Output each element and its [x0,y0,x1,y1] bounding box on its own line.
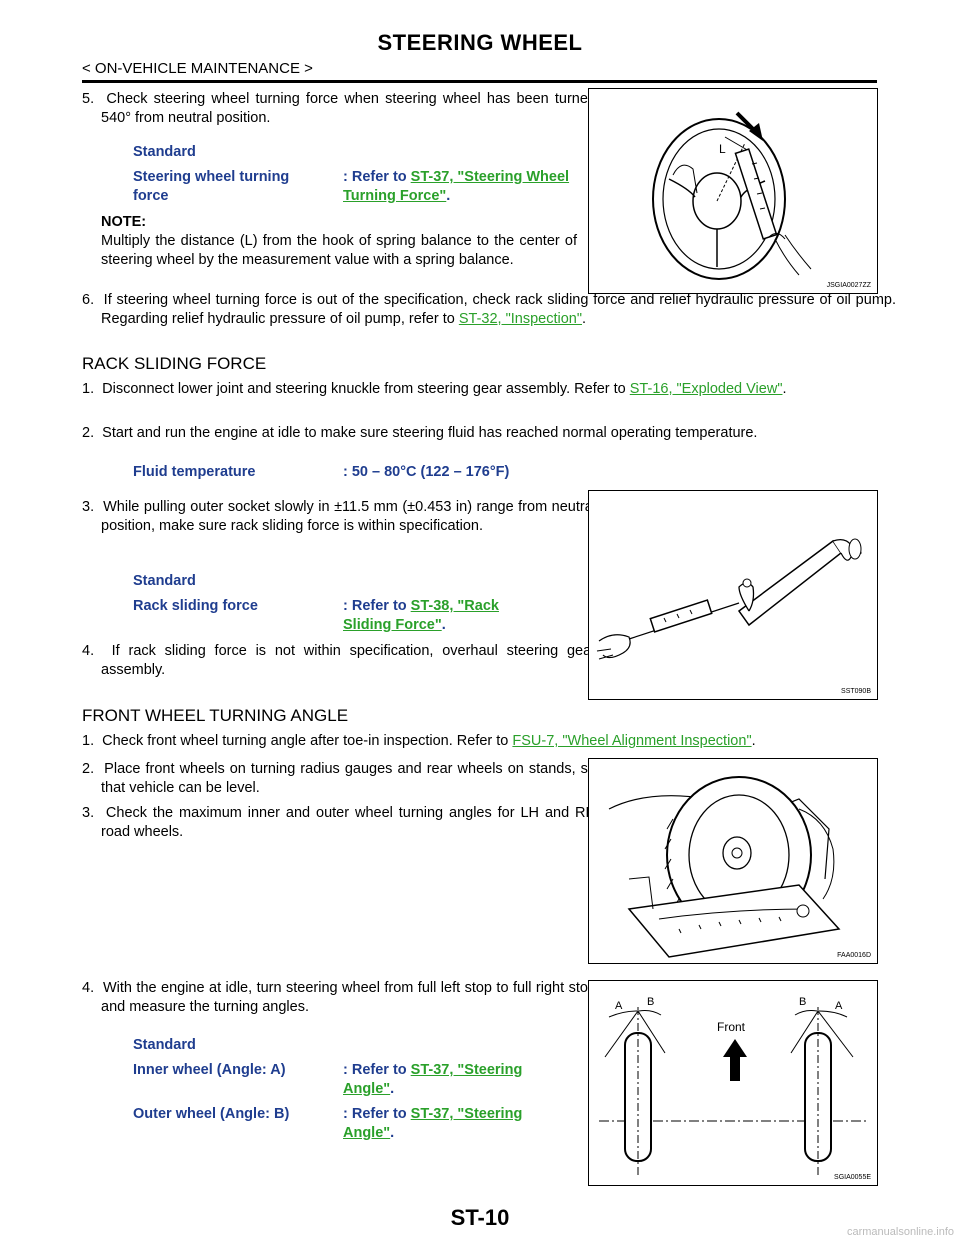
fig-label-b-right: B [799,996,806,1008]
period: . [751,733,756,749]
step-6-text: 6. If steering wheel turning force is ou… [82,292,896,327]
section-heading-rack: RACK SLIDING FORCE [82,354,267,373]
steering-spec-ref: : Refer to ST-37, "Steering Wheel Turnin… [343,168,573,206]
figure-rack-sliding-force: SST090B [588,490,878,700]
steering-spec-name: Steering wheel turning force [133,169,290,204]
fig-label-b-left: B [647,996,654,1008]
period: . [390,1081,395,1097]
front-step-4: 4. With the engine at idle, turn steerin… [82,980,596,1015]
front-step-3: 3. Check the maximum inner and outer whe… [82,805,596,840]
figure-wheel-angle-diagram: A B B A Front SGIA0055E [588,980,878,1186]
rack-spec-name: Rack sliding force [133,598,258,614]
refer-text: : Refer to [343,598,411,614]
refer-text: : Refer to [343,169,411,185]
period: . [446,188,451,204]
header-rule [82,80,877,83]
refer-text: : Refer to [343,1062,411,1078]
figure-steering-wheel-force: L JSGIA0027ZZ [588,88,878,294]
steering-wheel-illustration: L [652,111,812,280]
refer-text: : Refer to [343,1106,411,1122]
front-step-1-text: 1. Check front wheel turning angle after… [82,733,513,749]
rack-step-3: 3. While pulling outer socket slowly in … [82,499,596,534]
steering-step-6: 6. If steering wheel turning force is ou… [82,291,896,329]
figure-code: SST090B [841,688,871,695]
link-fsu7-wheel-alignment[interactable]: FSU-7, "Wheel Alignment Inspection" [512,733,752,749]
fig-label-a-right: A [835,1000,843,1012]
fluid-temp-label: Fluid temperature [133,464,256,480]
note-label: NOTE: [101,214,147,230]
rack-step-4: 4. If rack sliding force is not within s… [82,643,596,678]
front-arrow-icon [723,1039,747,1081]
inner-wheel-label: Inner wheel (Angle: A) [133,1062,286,1078]
front-step-1: 1. Check front wheel turning angle after… [82,732,896,751]
steering-step-5: 5. Check steering wheel turning force wh… [82,91,596,126]
note-text: Multiply the distance (L) from the hook … [101,233,577,268]
period: . [441,617,446,633]
period: . [581,311,587,327]
breadcrumb: < ON-VEHICLE MAINTENANCE > [82,60,313,77]
fig-label-l: L [719,142,726,156]
tire-on-gauge-illustration [608,776,841,958]
period: . [390,1125,395,1141]
rack-step-2: 2. Start and run the engine at idle to m… [82,425,758,441]
front-step-2: 2. Place front wheels on turning radius … [82,761,596,796]
outer-wheel-label: Outer wheel (Angle: B) [133,1106,290,1122]
link-st37-turning-force[interactable]: ST-37, "Steering Wheel Turning Force" [343,169,570,204]
rack-standard-label: Standard [133,573,196,589]
fig-label-a-left: A [615,1000,623,1012]
fig-label-front: Front [717,1020,746,1034]
rack-illustration [596,538,862,660]
link-st32-inspection[interactable]: ST-32, "Inspection" [458,311,582,327]
figure-code: SGIA0055E [834,1174,871,1181]
wheel-angle-diagram: A B B A Front [599,996,867,1177]
steering-standard-label: Standard [133,144,196,160]
page-title: STEERING WHEEL [377,30,583,55]
watermark: carmanualsonline.info [846,1226,954,1238]
figure-code: JSGIA0027ZZ [826,282,871,289]
front-standard-label: Standard [133,1037,196,1053]
rack-step-1: 1. Disconnect lower joint and steering k… [82,380,896,399]
figure-code: FAA0016D [837,952,871,959]
section-heading-front-wheel: FRONT WHEEL TURNING ANGLE [82,706,349,725]
link-st38-rack-sliding-force[interactable]: ST-38, "Rack Sliding Force" [343,598,499,633]
period: . [782,381,787,397]
inner-wheel-ref: : Refer to ST-37, "Steering Angle". [343,1061,553,1099]
link-st37-steering-angle-outer[interactable]: ST-37, "Steering Angle" [343,1106,523,1141]
link-st16-exploded-view[interactable]: ST-16, "Exploded View" [629,381,783,397]
link-st37-steering-angle-inner[interactable]: ST-37, "Steering Angle" [343,1062,523,1097]
rack-spec-ref: : Refer to ST-38, "Rack Sliding Force". [343,597,543,635]
figure-turning-radius-gauge: FAA0016D [588,758,878,964]
page-number: ST-10 [450,1205,510,1230]
fluid-temp-value: : 50 – 80°C (122 – 176°F) [343,464,510,480]
rack-step-1-text: 1. Disconnect lower joint and steering k… [82,381,630,397]
outer-wheel-ref: : Refer to ST-37, "Steering Angle". [343,1105,553,1143]
